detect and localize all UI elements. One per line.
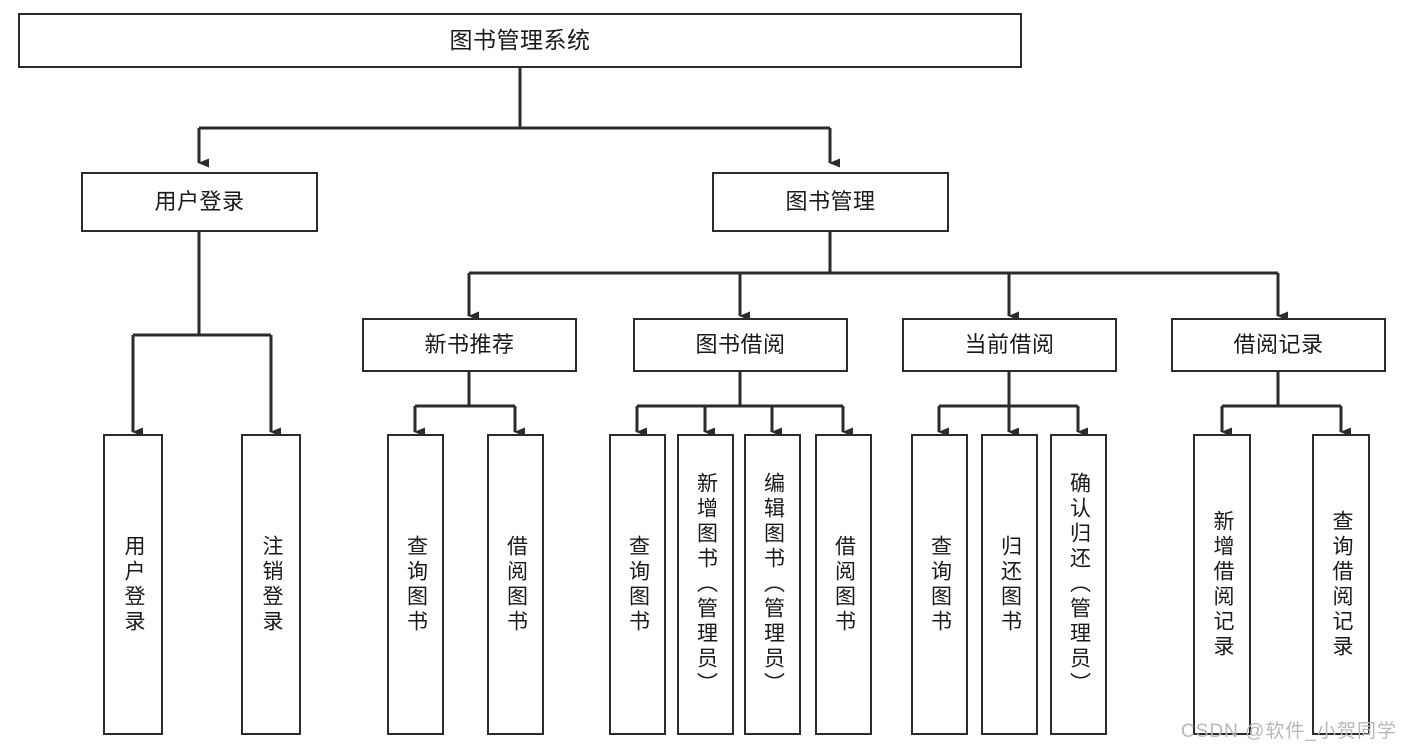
csdn-watermark: CSDN @软件_小贺同学: [1181, 721, 1397, 742]
leaf-current-query-book-label: 查询图书: [928, 534, 952, 635]
node-borrow-record-label: 借阅记录: [1233, 332, 1324, 358]
node-book-management-label: 图书管理: [785, 189, 876, 215]
leaf-record-query-record[interactable]: 查询借阅记录: [1312, 434, 1370, 735]
leaf-borrow-borrow-book-label: 借阅图书: [832, 534, 856, 635]
leaf-record-add-record-label: 新增借阅记录: [1211, 509, 1235, 660]
node-current-borrow-label: 当前借阅: [964, 332, 1055, 358]
leaf-borrow-query-book-label: 查询图书: [626, 534, 650, 635]
leaf-user-login-signout-label: 注销登录: [260, 534, 284, 635]
node-new-book-recommend-label: 新书推荐: [424, 332, 515, 358]
node-user-login-label: 用户登录: [154, 189, 245, 215]
leaf-borrow-edit-book-admin-label: 编辑图书（管理员）: [761, 472, 785, 697]
leaf-newbook-borrow-book[interactable]: 借阅图书: [487, 434, 544, 735]
leaf-current-confirm-return-admin[interactable]: 确认归还（管理员）: [1050, 434, 1107, 735]
leaf-borrow-add-book-admin-label: 新增图书（管理员）: [694, 472, 718, 697]
leaf-record-query-record-label: 查询借阅记录: [1330, 509, 1354, 660]
leaf-borrow-add-book-admin[interactable]: 新增图书（管理员）: [677, 434, 734, 735]
leaf-borrow-query-book[interactable]: 查询图书: [609, 434, 666, 735]
node-root-book-management-system[interactable]: 图书管理系统: [18, 13, 1022, 68]
node-root-label: 图书管理系统: [449, 27, 591, 54]
leaf-borrow-borrow-book[interactable]: 借阅图书: [815, 434, 872, 735]
leaf-newbook-query-book[interactable]: 查询图书: [387, 434, 444, 735]
node-book-management[interactable]: 图书管理: [712, 172, 949, 232]
leaf-current-query-book[interactable]: 查询图书: [911, 434, 968, 735]
leaf-newbook-query-book-label: 查询图书: [404, 534, 428, 635]
leaf-user-login-signout[interactable]: 注销登录: [241, 434, 301, 735]
leaf-record-add-record[interactable]: 新增借阅记录: [1193, 434, 1251, 735]
leaf-user-login-signin-label: 用户登录: [122, 534, 146, 635]
leaf-current-confirm-return-admin-label: 确认归还（管理员）: [1067, 472, 1091, 697]
leaf-user-login-signin[interactable]: 用户登录: [103, 434, 163, 735]
node-new-book-recommend[interactable]: 新书推荐: [362, 318, 577, 372]
leaf-current-return-book[interactable]: 归还图书: [981, 434, 1038, 735]
node-book-borrow[interactable]: 图书借阅: [633, 318, 848, 372]
node-book-borrow-label: 图书借阅: [695, 332, 786, 358]
leaf-newbook-borrow-book-label: 借阅图书: [504, 534, 528, 635]
node-borrow-record[interactable]: 借阅记录: [1171, 318, 1386, 372]
node-user-login[interactable]: 用户登录: [81, 172, 318, 232]
node-current-borrow[interactable]: 当前借阅: [902, 318, 1117, 372]
leaf-current-return-book-label: 归还图书: [998, 534, 1022, 635]
leaf-borrow-edit-book-admin[interactable]: 编辑图书（管理员）: [744, 434, 801, 735]
